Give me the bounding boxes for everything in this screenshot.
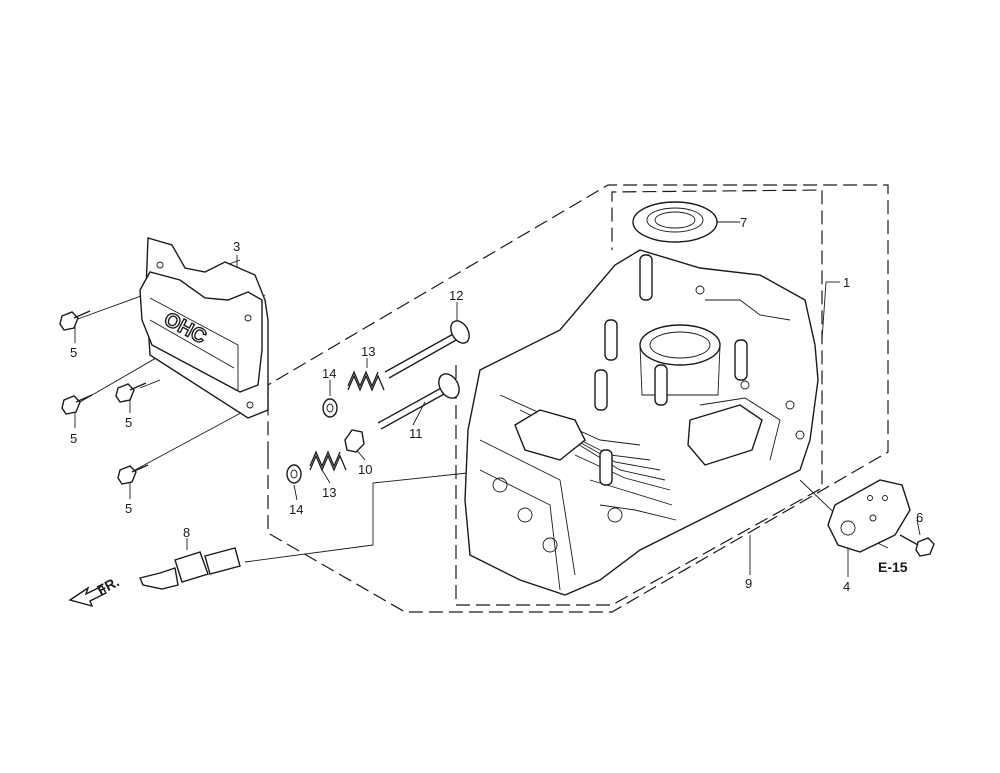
callout-9: 9 bbox=[745, 576, 752, 591]
callout-11: 11 bbox=[409, 426, 423, 441]
callout-13: 13 bbox=[361, 344, 375, 359]
assembly-outline bbox=[267, 184, 889, 613]
valve-train-parts bbox=[286, 320, 470, 484]
callout-5: 5 bbox=[70, 431, 77, 446]
callout-7: 7 bbox=[740, 215, 747, 230]
callout-8: 8 bbox=[183, 525, 190, 540]
callout-6: 6 bbox=[916, 510, 923, 525]
callout-14: 14 bbox=[289, 502, 303, 517]
callout-3: 3 bbox=[233, 239, 240, 254]
callout-10: 10 bbox=[358, 462, 372, 477]
callout-13: 13 bbox=[322, 485, 336, 500]
oil-seal-icon bbox=[632, 201, 718, 243]
valve-spring-upper bbox=[347, 370, 385, 392]
callout-12: 12 bbox=[449, 288, 463, 303]
flange-bolt-icon bbox=[59, 310, 149, 485]
bolt-icon bbox=[899, 534, 935, 557]
callout-1: 1 bbox=[843, 275, 850, 290]
spark-plug-icon bbox=[139, 547, 241, 590]
callout-5: 5 bbox=[70, 345, 77, 360]
valve-spring-lower bbox=[309, 450, 347, 472]
head-cover: OHC bbox=[139, 237, 269, 419]
callout-4: 4 bbox=[843, 579, 850, 594]
cylinder-block bbox=[464, 249, 819, 596]
front-direction-arrow-icon: FR. bbox=[68, 573, 122, 608]
callout-5: 5 bbox=[125, 415, 132, 430]
callout-14: 14 bbox=[322, 366, 336, 381]
reference-e15: E-15 bbox=[878, 559, 908, 575]
callout-5: 5 bbox=[125, 501, 132, 516]
side-cover-plate bbox=[827, 479, 911, 553]
callout-labels: 1 3 4 5 5 5 5 6 7 8 9 10 11 12 13 13 14 … bbox=[70, 215, 923, 594]
